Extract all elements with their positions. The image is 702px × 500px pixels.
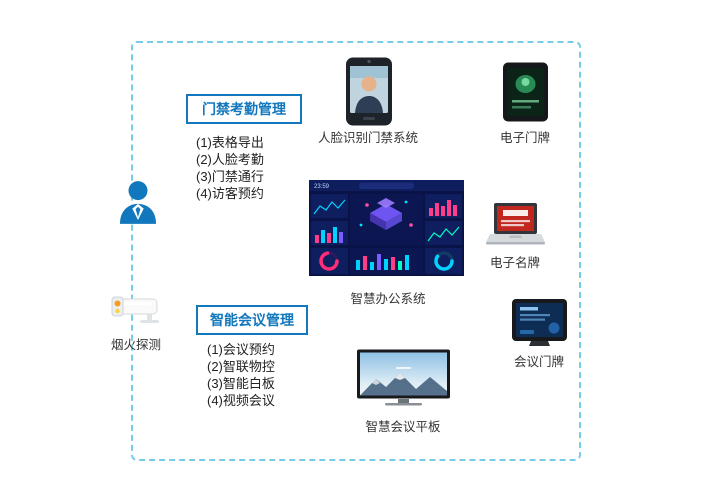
dashboard-caption: 智慧办公系统: [350, 292, 426, 306]
access-management-list: (1)表格导出 (2)人脸考勤 (3)门禁通行 (4)访客预约: [196, 134, 264, 202]
list-item: (2)智联物控: [207, 359, 275, 374]
user-icon: [119, 180, 157, 224]
face-device-caption: 人脸识别门禁系统: [318, 131, 419, 145]
smoke-camera-caption: 烟火探测: [110, 338, 161, 352]
list-item: (1)会议预约: [207, 342, 275, 357]
meeting-management-title: 智能会议管理: [210, 312, 294, 328]
meeting-plate-caption: 会议门牌: [513, 355, 564, 369]
face-recognition-device-icon: [345, 57, 393, 126]
list-item: (3)门禁通行: [196, 169, 264, 184]
smoke-camera-icon: [107, 292, 163, 330]
access-management-title: 门禁考勤管理: [202, 101, 286, 117]
meeting-management-title-box: 智能会议管理: [196, 305, 308, 335]
dashboard-screenshot: 23:59: [309, 180, 464, 276]
door-plate-caption: 电子门牌: [499, 131, 550, 145]
meeting-panel-caption: 智慧会议平板: [365, 420, 441, 434]
list-item: (3)智能白板: [207, 376, 275, 391]
meeting-panel-tv-icon: [356, 349, 451, 407]
name-plate-caption: 电子名牌: [489, 256, 540, 270]
access-management-title-box: 门禁考勤管理: [186, 94, 302, 124]
dashboard-clock: 23:59: [314, 184, 330, 190]
diagram-dashed-border: [131, 41, 581, 461]
list-item: (4)视频会议: [207, 393, 275, 408]
meeting-management-list: (1)会议预约 (2)智联物控 (3)智能白板 (4)视频会议: [207, 341, 275, 409]
door-plate-device-icon: [502, 62, 549, 122]
laptop-name-plate-icon: [486, 202, 545, 247]
list-item: (1)表格导出: [196, 135, 264, 150]
list-item: (4)访客预约: [196, 186, 264, 201]
meeting-plate-device-icon: [511, 298, 568, 348]
list-item: (2)人脸考勤: [196, 152, 264, 167]
